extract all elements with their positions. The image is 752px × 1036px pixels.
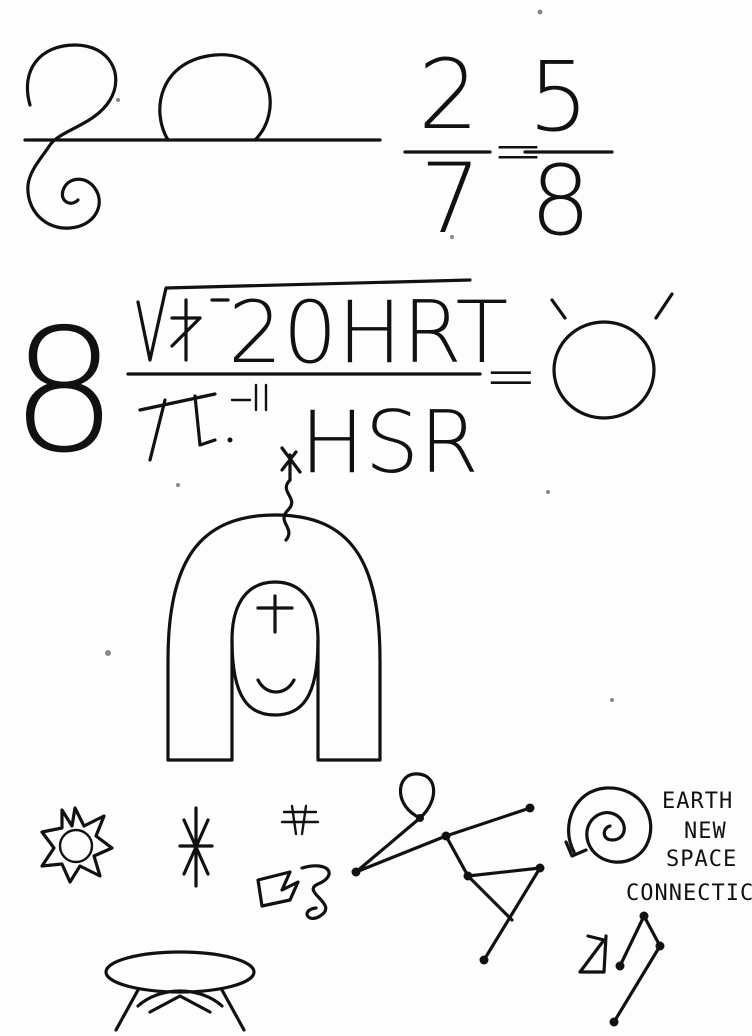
fraction-equation: 2 7 = 5 8 (405, 39, 612, 257)
star-dot (536, 864, 545, 873)
hooded-figure (168, 515, 380, 760)
constellation-arm (356, 808, 530, 872)
speck (538, 10, 543, 15)
forehead-cross (258, 596, 292, 632)
speck (116, 98, 120, 102)
star-symbol-vertical (180, 808, 212, 886)
fraction-left-numerator: 2 (418, 39, 479, 151)
antenna-squiggle (282, 448, 300, 540)
loop-head (400, 774, 433, 818)
sun-circle (554, 322, 654, 418)
omega-glyph (160, 55, 270, 140)
saucer-shape (106, 952, 254, 1030)
saucer-legs (116, 990, 244, 1030)
caption-line-4: CONNECTIC (626, 881, 752, 906)
smile-mark (258, 680, 294, 692)
star-dot (640, 912, 649, 921)
caption-line-1: EARTH (662, 789, 733, 814)
curl-glyph (302, 866, 329, 919)
squiggle-glyphs (258, 866, 329, 919)
caption-line-3: SPACE (666, 847, 737, 872)
saucer-top (106, 952, 254, 992)
inverse-exponent-mark (232, 385, 266, 410)
speck (610, 698, 614, 702)
zig-one (580, 936, 606, 972)
spiral-arrow-symbol (566, 788, 651, 862)
star-dot (656, 942, 665, 951)
constellation-figure (352, 774, 545, 965)
sun-rays (552, 294, 672, 318)
pi-symbol (140, 394, 215, 460)
face-outline (232, 640, 318, 715)
constellation-leg (468, 876, 512, 920)
hood-outline (168, 515, 380, 760)
star-symbol-eight-point (42, 808, 112, 882)
formula-equation: 8 20HRT HSR = (10, 280, 672, 493)
speck (105, 650, 111, 656)
star-dot (352, 868, 361, 877)
star-dot (464, 872, 473, 881)
star-dot (526, 804, 535, 813)
antenna-cross (282, 448, 300, 480)
constellation-body (446, 836, 540, 960)
formula-numerator: 20HRT (228, 283, 508, 383)
small-dot (228, 438, 233, 443)
speck (546, 490, 550, 494)
formula-equals: = (484, 340, 538, 414)
star-dot (616, 962, 625, 971)
cross-mark-in-radical (172, 300, 200, 360)
small-glyph-hash (282, 806, 318, 834)
antenna-wave (284, 480, 292, 540)
speck (176, 483, 180, 487)
fraction-left-denominator: 7 (420, 143, 481, 255)
star-dot (610, 1018, 619, 1027)
formula-denominator: HSR (300, 393, 479, 493)
zigzag-glyph (258, 872, 298, 906)
zigzag-constellation (580, 912, 665, 1027)
star-dot (416, 814, 424, 822)
formula-leading-eight: 8 (10, 293, 118, 491)
fraction-right-numerator: 5 (528, 41, 589, 153)
star-dot (442, 832, 451, 841)
spiral-two-glyph (27, 45, 115, 228)
caption-line-2: NEW (684, 819, 727, 844)
star-dot (480, 956, 489, 965)
fraction-right-denominator: 8 (530, 145, 591, 257)
